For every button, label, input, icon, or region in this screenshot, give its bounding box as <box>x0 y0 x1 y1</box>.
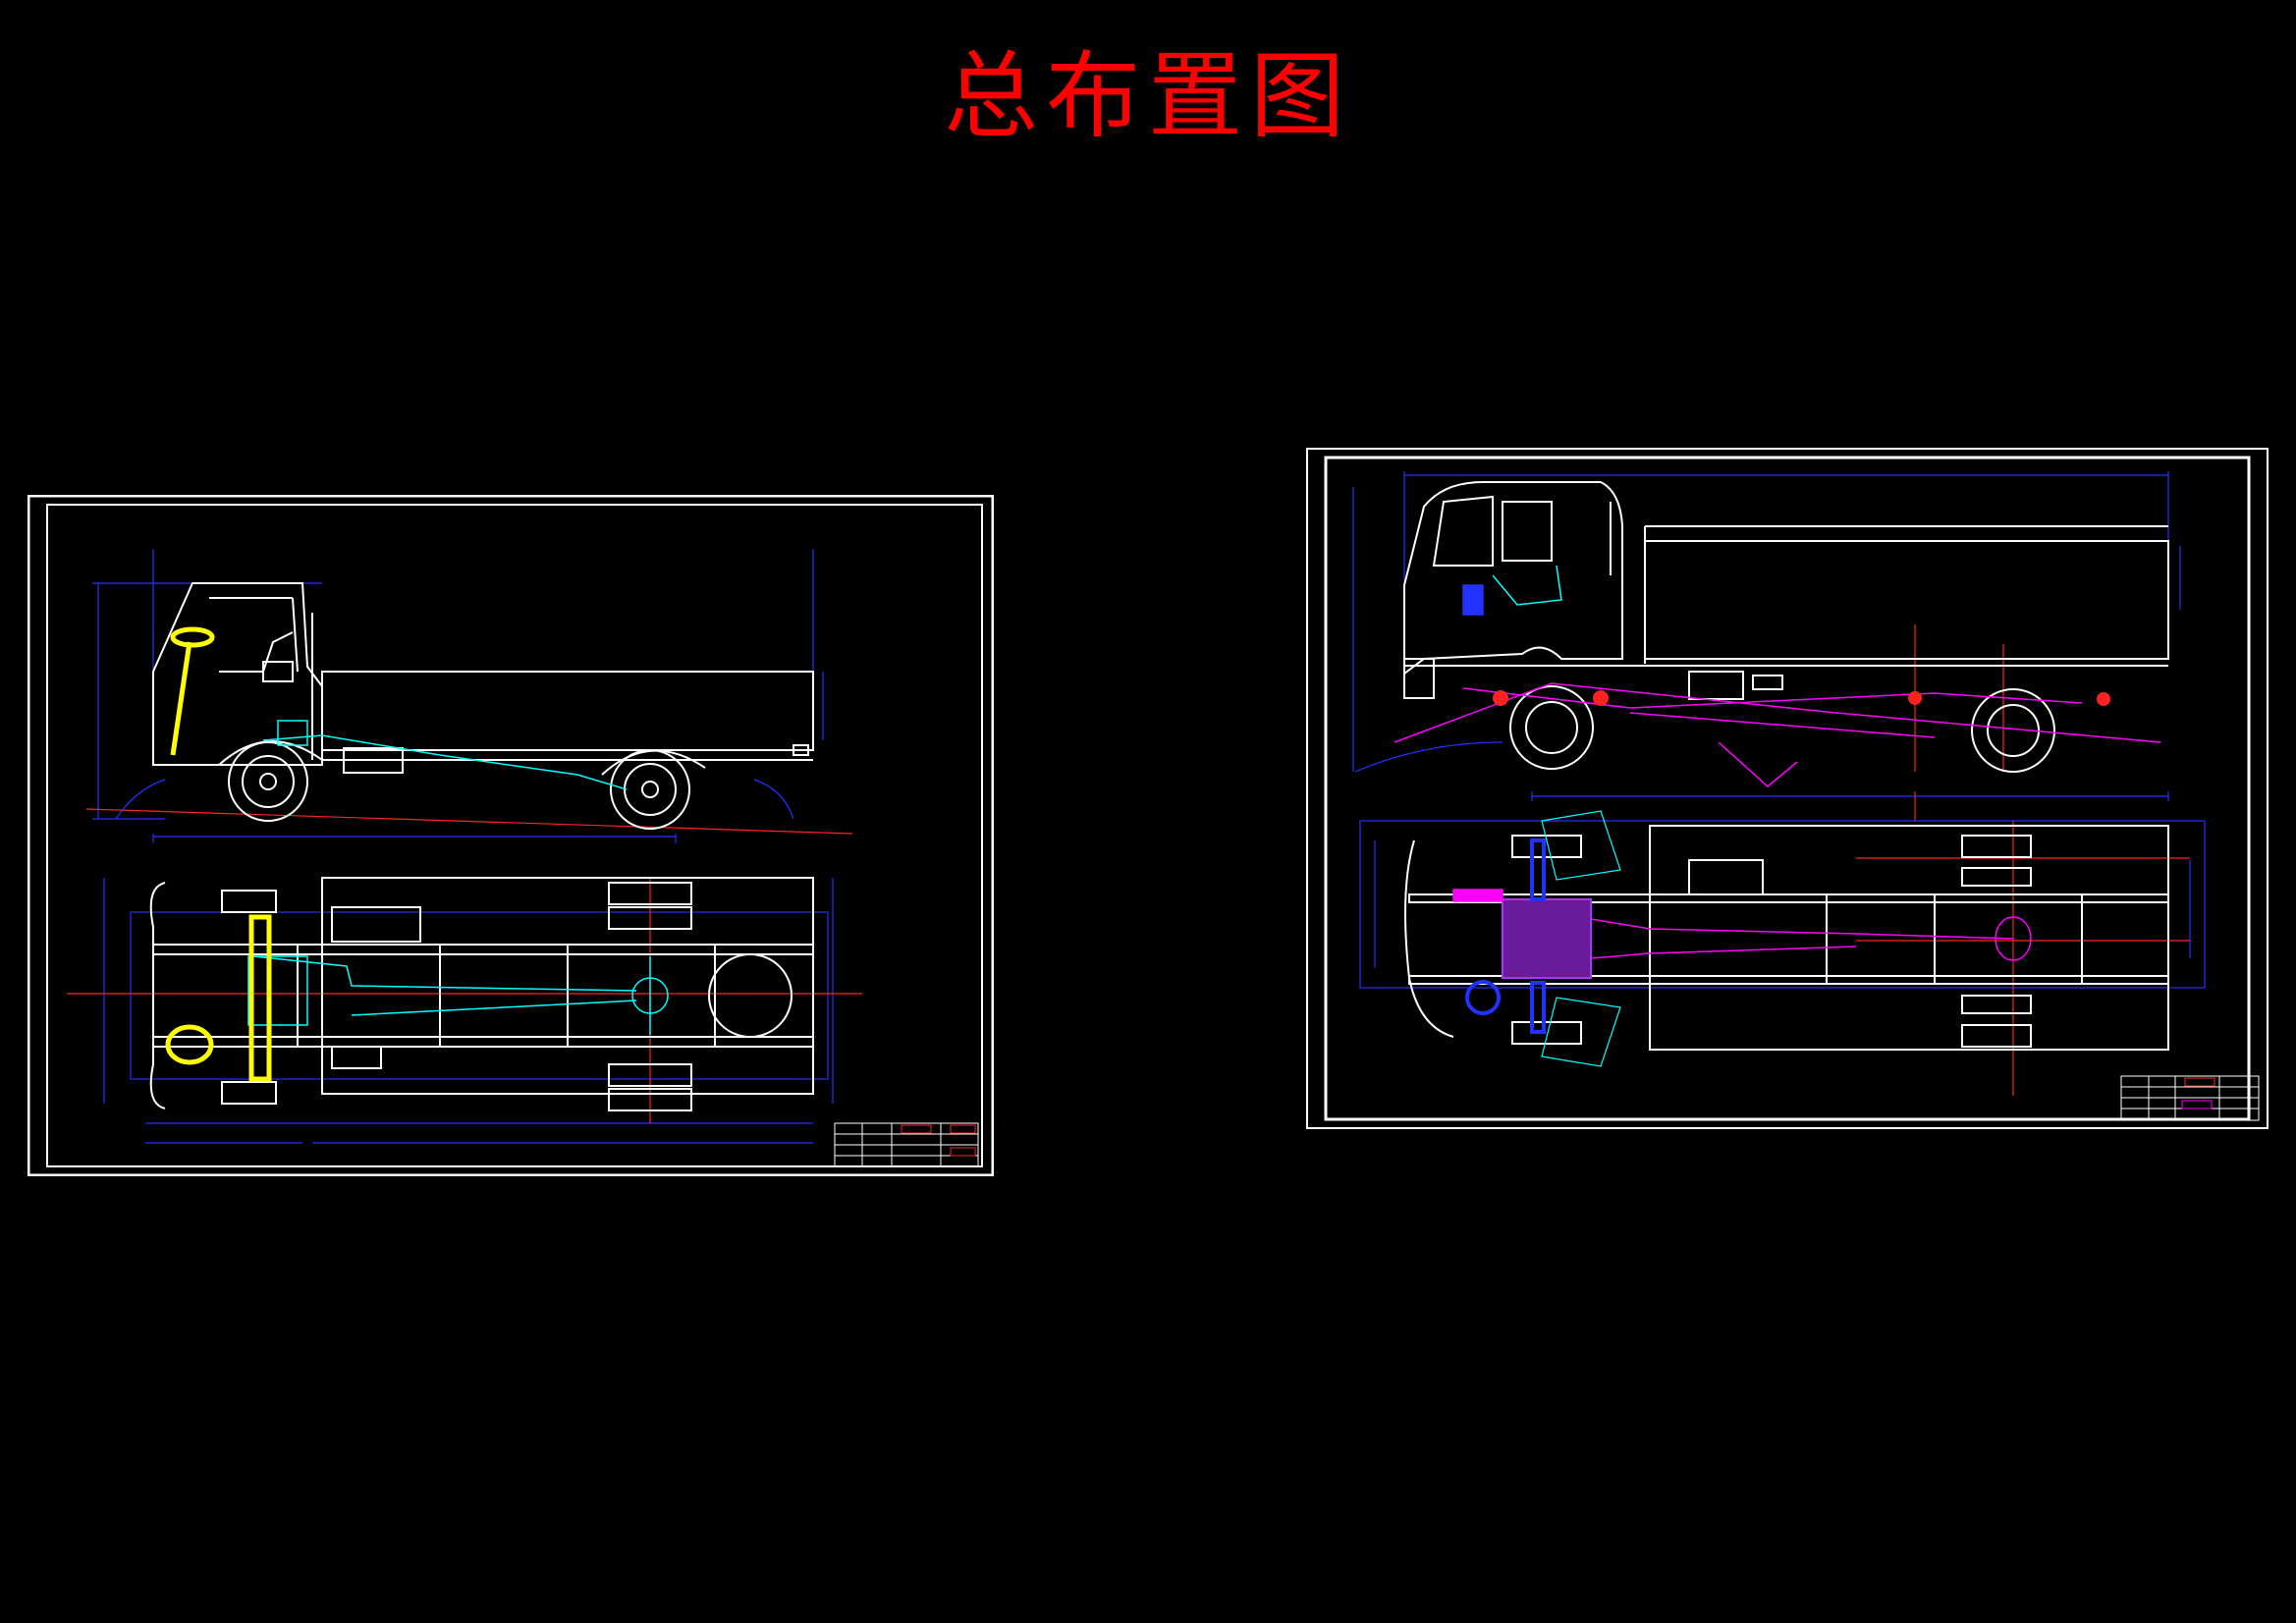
title-block <box>834 1122 979 1167</box>
drawing-sheet-left[interactable] <box>27 495 994 1176</box>
spare-wheel <box>708 953 793 1038</box>
truck-side-elevation <box>1403 481 2169 773</box>
sheet-inner-border <box>1324 456 2251 1121</box>
frame-rail-top <box>1408 893 2169 903</box>
title-block <box>2120 1075 2260 1121</box>
top-turn-envelope <box>1541 810 1621 1067</box>
drawing-canvas-right <box>1306 448 2269 1129</box>
top-steering <box>165 914 272 1082</box>
sheet-outer-border <box>27 495 994 1176</box>
side-driveline <box>262 720 628 790</box>
cargo-box <box>1644 540 2169 660</box>
wheel-rear-right-1 <box>608 1063 692 1087</box>
wheel-rear-right <box>1961 995 2032 1014</box>
rear-wheel <box>610 749 690 830</box>
rear-wheel <box>1971 688 2055 773</box>
top-driveline <box>1452 889 2032 961</box>
chassis-top-plan <box>1404 825 2169 1051</box>
side-hardware <box>1493 690 2110 706</box>
sheet-inner-border <box>46 504 983 1167</box>
top-driveline <box>247 955 669 1035</box>
dimension-lines <box>1352 471 2206 989</box>
wheel-rear-left-1 <box>608 882 692 905</box>
truck-side-elevation <box>152 582 814 830</box>
reference-lines <box>67 808 862 1123</box>
dimension-lines <box>92 549 834 1144</box>
front-wheel <box>1509 685 1594 770</box>
wheel-front-right <box>221 1081 277 1105</box>
wheel-front-left <box>1511 835 1582 858</box>
cab-outline <box>152 582 323 766</box>
page-title: 总布置图 <box>944 41 1352 151</box>
cargo-floor <box>321 877 814 1095</box>
top-steering <box>1465 839 1546 1034</box>
wheel-rear-left <box>1961 835 2032 858</box>
front-wheel <box>228 741 308 822</box>
drawing-sheet-right[interactable] <box>1306 448 2269 1129</box>
sheet-outer-border <box>1306 448 2269 1129</box>
cargo-floor <box>1649 825 2169 1051</box>
cargo-box <box>321 671 814 751</box>
cab-outline <box>1403 481 1623 676</box>
wheel-front-right <box>1511 1021 1582 1045</box>
top-engine <box>1502 898 1592 979</box>
chassis-top-plan <box>149 877 814 1111</box>
side-brake-lines <box>1394 682 2161 787</box>
steering-column <box>170 626 215 756</box>
side-cab-accent <box>1462 565 1562 616</box>
drawing-canvas-left <box>27 495 994 1176</box>
wheel-front-left <box>221 890 277 913</box>
